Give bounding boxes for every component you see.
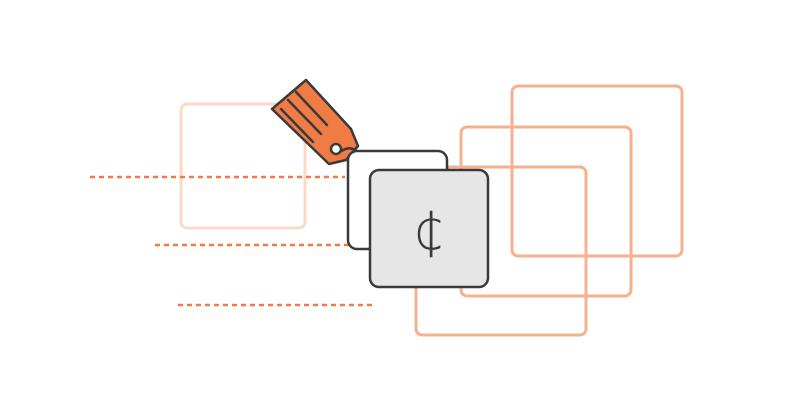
cent-symbol: ¢ — [412, 199, 446, 262]
price-tag-icon — [270, 78, 361, 166]
outline-square-top — [510, 84, 684, 258]
cent-icon: ¢ — [368, 168, 490, 289]
pale-square-left — [179, 102, 307, 230]
